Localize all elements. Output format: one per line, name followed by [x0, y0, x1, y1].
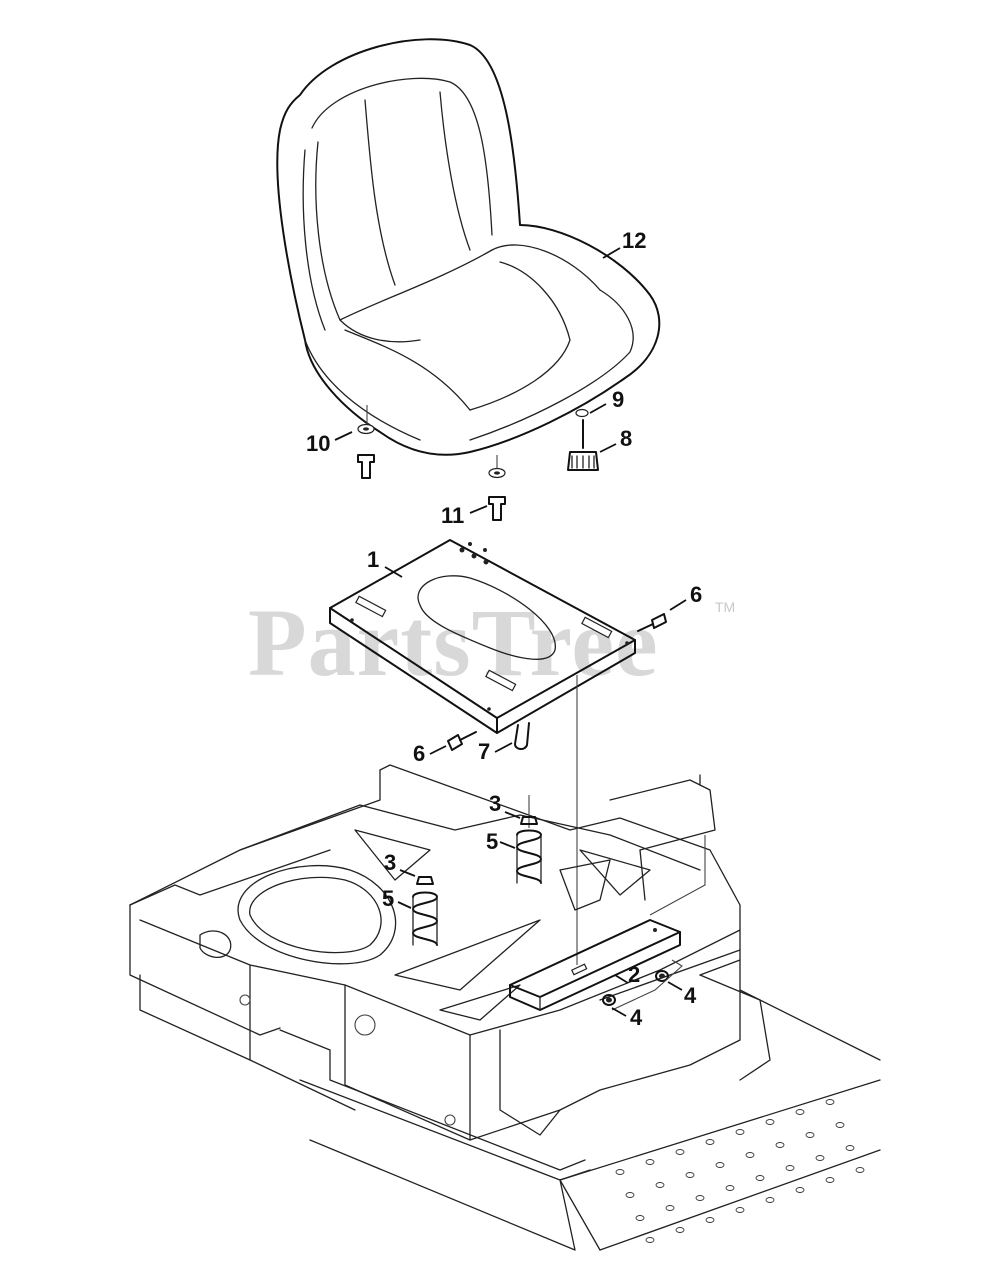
callouts: 12 9 8 10 11 1 6 6 7 3 5 3 5 2 4 4	[306, 228, 702, 1030]
callout-7[interactable]: 7	[478, 739, 490, 764]
washer-9	[575, 408, 589, 418]
knob-8	[567, 419, 599, 471]
shoulder-bolt-11	[488, 496, 506, 521]
callout-3-front[interactable]: 3	[384, 850, 396, 875]
callout-4-right[interactable]: 4	[684, 983, 697, 1008]
callout-9[interactable]: 9	[612, 387, 624, 412]
callout-5-rear[interactable]: 5	[486, 829, 498, 854]
callout-leaders	[334, 247, 687, 1017]
spring-5-front	[412, 891, 438, 946]
floor-grid	[615, 1099, 865, 1243]
bolt-6-right	[637, 613, 667, 632]
clip-7	[514, 722, 530, 750]
nut-3-front	[416, 876, 434, 885]
watermark-text: PartsTree	[248, 589, 659, 696]
callout-6-right[interactable]: 6	[690, 582, 702, 607]
washer-11	[488, 455, 506, 479]
frame	[129, 764, 881, 1251]
nut-3-rear	[520, 816, 538, 825]
callout-2[interactable]: 2	[628, 962, 640, 987]
callout-1[interactable]: 1	[367, 547, 379, 572]
spring-5-rear	[516, 795, 542, 884]
washer-10	[357, 405, 375, 435]
seat	[276, 38, 661, 456]
nut-4-left	[602, 994, 616, 1006]
callout-5-front[interactable]: 5	[382, 886, 394, 911]
watermark-trademark: TM	[715, 599, 735, 615]
callout-12[interactable]: 12	[622, 228, 646, 253]
seat-pan	[329, 539, 636, 734]
slide-rail	[509, 919, 681, 1011]
callout-10[interactable]: 10	[306, 431, 330, 456]
callout-6-left[interactable]: 6	[413, 741, 425, 766]
callout-3-rear[interactable]: 3	[489, 791, 501, 816]
callout-11[interactable]: 11	[441, 503, 464, 528]
shoulder-bolt-10	[357, 454, 375, 479]
nut-4-right	[655, 970, 669, 982]
callout-4-left[interactable]: 4	[630, 1005, 643, 1030]
bolt-6-left	[447, 731, 477, 751]
callout-8[interactable]: 8	[620, 426, 632, 451]
